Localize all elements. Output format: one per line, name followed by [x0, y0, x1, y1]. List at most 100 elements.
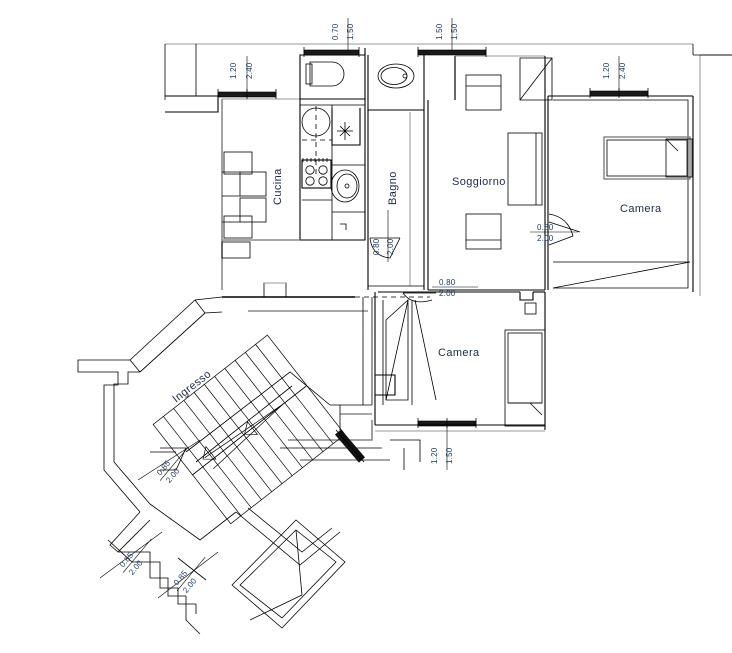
bed2-mattress — [507, 332, 543, 404]
room-label-bagno: Bagno — [387, 171, 399, 205]
washing-machine-icon — [301, 107, 331, 137]
bedroom1-door-jamb — [548, 221, 581, 233]
lower-corridor-inner — [247, 507, 333, 553]
hall-left-jog-inner — [113, 371, 140, 398]
chair-2-icon — [223, 215, 253, 239]
stair-arrow-down-icon — [244, 420, 259, 435]
window-wc-glyph — [303, 49, 360, 56]
hall-left-inner-wall — [113, 398, 151, 505]
table-connectors — [222, 171, 240, 223]
entry-door-2-leader — [99, 531, 163, 579]
dim-window-bedroom2: 1.20 1.50 — [430, 424, 454, 470]
bottom-left-passage — [109, 511, 151, 553]
hall-slant-join — [194, 299, 206, 314]
hall-upper-slant-inner — [139, 311, 223, 373]
bed1-fold — [665, 138, 679, 152]
armchair-bottom-icon — [465, 213, 502, 250]
kitchen-counter-right — [332, 104, 366, 241]
dim-width-value: 0.80 — [439, 278, 456, 287]
basin-alcove — [367, 55, 424, 111]
armchair-top-icon — [465, 74, 502, 111]
bedroom1-diagonal — [552, 261, 691, 289]
bottom-left-corridor-outer — [118, 551, 186, 597]
toilet-cistern-icon — [305, 63, 313, 85]
window-living-mullions — [417, 47, 487, 57]
staircase — [152, 334, 346, 525]
hall-left-jog-outer — [77, 359, 130, 400]
dim-door-bedroom2: 0.80 2.00 — [432, 278, 478, 298]
entrance-hall-area — [77, 282, 437, 635]
stair-direction-line — [204, 403, 284, 470]
dim-width-value: 0.80 — [372, 238, 381, 255]
hall-lower-slant — [149, 503, 237, 541]
burner-2-icon — [318, 165, 328, 175]
kitchen-area — [221, 99, 366, 259]
left-recess — [165, 95, 219, 113]
dim-window-bedroom1: 1.20 2.40 — [602, 56, 627, 91]
dining-table-top — [239, 171, 267, 197]
landing-outer — [231, 519, 346, 629]
hall-upper-slant-outer — [129, 296, 223, 361]
toilet-icon — [309, 61, 345, 87]
dim-width-value: 1.20 — [602, 62, 611, 79]
room-label-soggiorno: Soggiorno — [452, 176, 506, 188]
lower-right-corner — [390, 439, 421, 462]
dim-height-value: 1.50 — [346, 23, 355, 40]
bedroom2-column — [524, 302, 537, 315]
dim-height-value: 1.50 — [445, 447, 454, 464]
hall-slant-cap — [129, 359, 141, 373]
stair-landing-diag-2 — [414, 299, 437, 401]
bedroom-2-area — [374, 291, 546, 432]
sink-outer-icon — [330, 169, 360, 203]
window-wc-mullions — [303, 47, 360, 57]
hall-slant-diagonal — [139, 312, 206, 373]
room-label-camera-1: Camera — [620, 203, 662, 215]
shower-enclosure — [331, 108, 361, 146]
basin-drain-icon — [402, 73, 408, 79]
dim-door-bagno: 0.80 2.00 — [372, 210, 395, 262]
sink-drain-icon — [344, 183, 350, 189]
hall-counter — [263, 282, 287, 298]
hall-stair-border-1 — [185, 371, 331, 453]
bottom-left-corridor-inner — [132, 561, 196, 605]
dim-door-entry-3: 0.85 2.00 — [172, 556, 206, 595]
stair-arrow-up-icon — [202, 445, 217, 460]
sink-inner-icon — [336, 173, 358, 199]
dim-height-value: 2.40 — [245, 62, 254, 79]
landing-inner — [239, 529, 337, 619]
room-label-camera-2: Camera — [438, 347, 480, 359]
room-label-ingresso: Ingresso — [170, 368, 213, 405]
stair-treads-upper — [163, 344, 296, 468]
entry-door-3-leader — [157, 551, 219, 599]
washing-machine-guides — [302, 106, 332, 175]
living-room-area — [427, 56, 581, 291]
bed2-outline — [504, 329, 546, 427]
bed2-fold — [529, 402, 543, 416]
bed1-pillow — [665, 138, 693, 178]
room-label-cucina: Cucina — [272, 168, 284, 205]
lower-corridor-outer — [235, 511, 341, 566]
dim-width-value: 1.20 — [430, 447, 439, 464]
dim-width-value: 0.70 — [331, 23, 340, 40]
dining-table-bottom — [239, 197, 267, 223]
burner-4-icon — [318, 176, 328, 186]
bedroom2-left-notch — [375, 374, 396, 396]
stair-treads-lower — [202, 394, 334, 516]
chair-3-icon — [221, 241, 251, 259]
kitchen-counter-left — [300, 104, 333, 241]
dim-height-value: 2.40 — [618, 62, 627, 79]
burner-3-icon — [305, 176, 315, 186]
sink-unit-seams — [332, 164, 365, 213]
basin-outer-icon — [377, 63, 415, 89]
dim-leader — [122, 538, 152, 573]
sink-corner-mark — [340, 223, 347, 230]
bed1-mattress — [603, 136, 691, 180]
dim-leader — [159, 446, 189, 481]
burner-1-icon — [305, 165, 315, 175]
bedroom1-door-swing — [548, 213, 574, 246]
dim-width-value: 1.20 — [229, 62, 238, 79]
entry-door-2-swing — [107, 539, 133, 563]
dim-window-kitchen: 1.20 2.40 — [229, 56, 254, 92]
handrail-edge — [335, 429, 365, 463]
